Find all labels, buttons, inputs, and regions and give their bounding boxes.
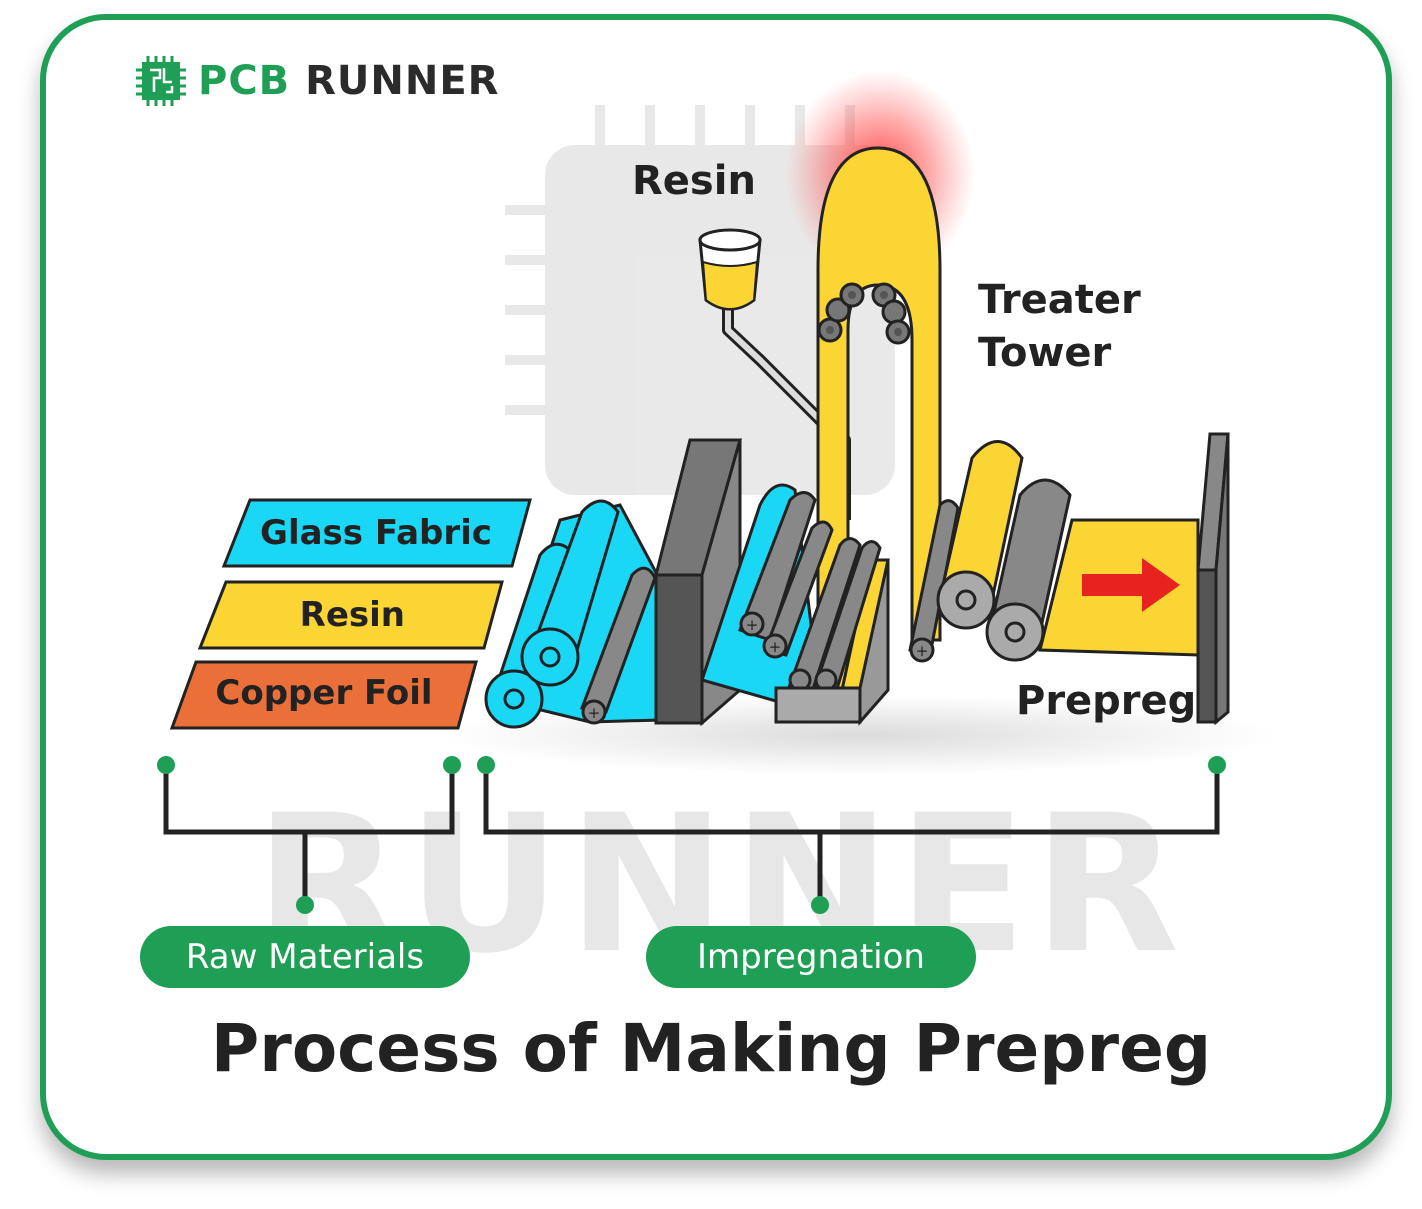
svg-text:+: + — [916, 642, 929, 660]
end-plate — [1196, 432, 1230, 726]
circuit-chip-icon — [136, 56, 186, 106]
material-label-resin: Resin — [299, 595, 405, 635]
prepreg-label: Prepreg — [1016, 678, 1197, 724]
arrow-right-icon — [1082, 558, 1180, 612]
bracket-raw-materials — [163, 765, 455, 905]
material-tag-resin — [197, 580, 504, 650]
brand-name-pcb: PCB — [198, 58, 291, 104]
resin-bath: + + — [700, 483, 890, 726]
bracket-impregnation — [483, 765, 1220, 905]
resin-cup-label: Resin — [632, 158, 756, 204]
page-title: Process of Making Prepreg — [210, 1010, 1212, 1087]
material-tag-glass-fabric — [221, 498, 532, 568]
svg-text:+: + — [746, 616, 759, 634]
brand-logo: PCB RUNNER — [136, 56, 499, 106]
group-pill-impregnation: Impregnation — [646, 926, 976, 988]
material-label-copper-foil: Copper Foil — [215, 673, 433, 713]
glass-fabric-feed: + — [484, 499, 662, 729]
brand-name-runner: RUNNER — [305, 58, 500, 104]
svg-text:+: + — [588, 704, 601, 722]
bracket-dots — [157, 756, 1226, 914]
treater-tower — [816, 146, 942, 717]
material-label-glass-fabric: Glass Fabric — [260, 513, 492, 553]
output-rollers: + — [908, 440, 1200, 663]
group-pill-raw-materials: Raw Materials — [140, 926, 470, 988]
treater-tower-label-line1: Treater — [978, 277, 1141, 323]
treater-tower-label-line2: Tower — [978, 330, 1112, 376]
material-tag-copper-foil — [169, 660, 478, 730]
svg-text:+: + — [769, 638, 782, 656]
